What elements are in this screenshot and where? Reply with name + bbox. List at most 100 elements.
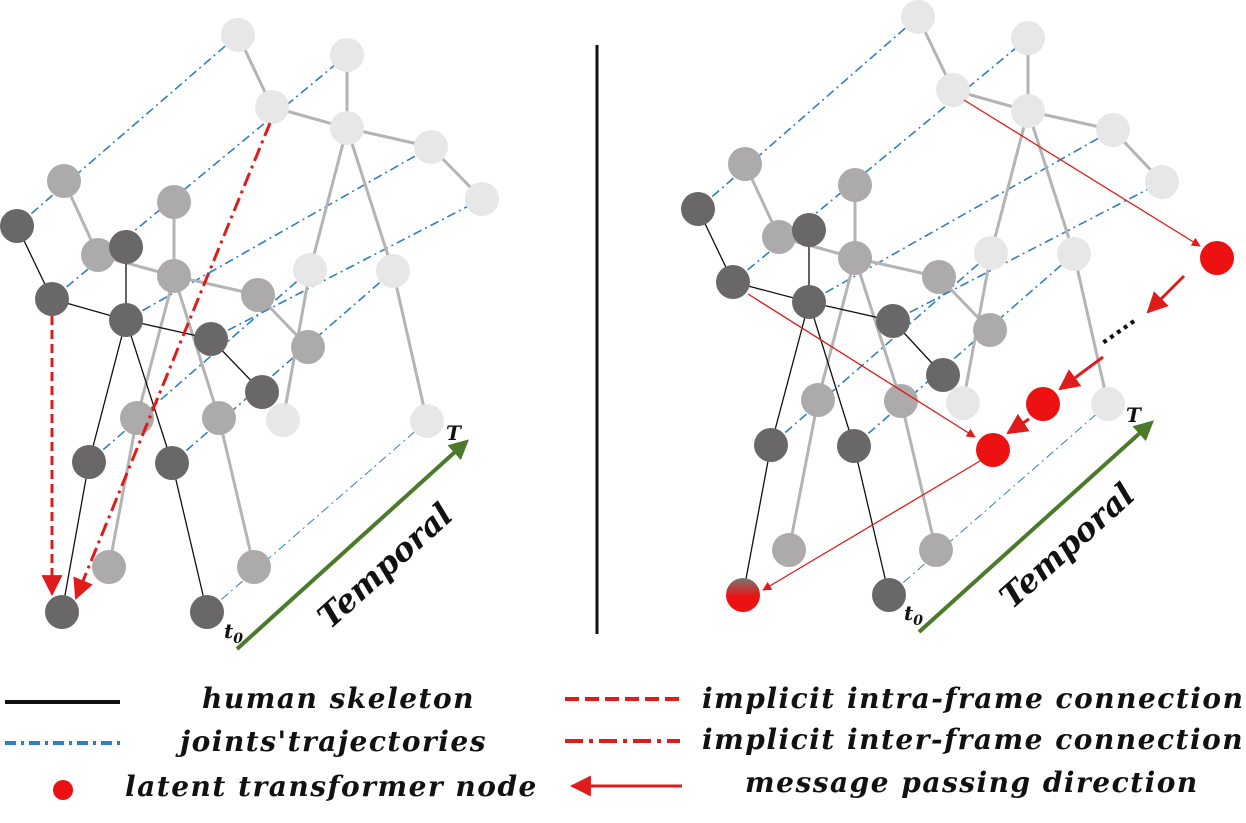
- legend-inter-frame-label: implicit inter-frame connection: [702, 723, 1244, 756]
- joint-node: [1091, 387, 1125, 421]
- joint-node: [293, 253, 327, 287]
- joint-node: [946, 386, 980, 420]
- message-arrow: [1058, 355, 1104, 391]
- t-end-label: T: [446, 421, 463, 445]
- legend-human-skeleton-label: human skeleton: [202, 682, 475, 715]
- joint-node: [157, 185, 191, 219]
- legend: human skeleton joints'trajectories laten…: [5, 682, 1244, 803]
- trajectory-line: [206, 420, 428, 613]
- legend-intra-frame-label: implicit intra-frame connection: [702, 682, 1244, 715]
- joint-node: [919, 533, 953, 567]
- joint-node: [973, 313, 1007, 347]
- message-arrow: [747, 293, 976, 438]
- joint-node: [1096, 113, 1130, 147]
- joint-node: [837, 429, 871, 463]
- joint-node: [157, 259, 191, 293]
- joint-node: [194, 322, 228, 356]
- joint-node: [190, 595, 224, 629]
- joint-node: [330, 38, 364, 72]
- joint-node: [0, 209, 34, 243]
- latent-node: [976, 433, 1010, 467]
- joint-node: [922, 260, 956, 294]
- joint-node: [266, 403, 300, 437]
- joint-node: [872, 578, 906, 612]
- joint-node: [155, 446, 189, 480]
- joint-node: [1011, 21, 1045, 55]
- joint-node: [414, 130, 448, 164]
- joint-node: [92, 550, 126, 584]
- temporal-axis-arrow: [235, 439, 469, 651]
- joint-node: [1057, 237, 1091, 271]
- joint-node: [221, 18, 255, 52]
- joint-node: [245, 375, 279, 409]
- latent-node: [1026, 387, 1060, 421]
- trajectory-line: [88, 269, 311, 463]
- joint-node: [762, 220, 796, 254]
- right-joints: [681, 0, 1179, 612]
- trajectory-line: [16, 34, 239, 227]
- joint-node: [35, 282, 69, 316]
- joint-node: [202, 401, 236, 435]
- joint-node: [974, 236, 1008, 270]
- message-arrow: [762, 460, 981, 591]
- joint-node: [792, 285, 826, 319]
- temporal-axis-arrow: [917, 420, 1154, 634]
- trajectory-line: [697, 16, 919, 210]
- t-start-label: t0: [904, 601, 923, 629]
- trajectory-line: [210, 198, 483, 340]
- legend-latent-node-dot: [53, 780, 73, 800]
- joint-node: [109, 230, 143, 264]
- joint-node: [716, 265, 750, 299]
- joint-node: [884, 384, 918, 418]
- joint-node: [376, 254, 410, 288]
- joint-node: [1145, 165, 1179, 199]
- trajectory-line: [171, 270, 394, 464]
- joint-node: [838, 241, 872, 275]
- joint-node: [47, 164, 81, 198]
- joint-node: [681, 192, 715, 226]
- message-arrow: [1006, 413, 1030, 435]
- latent-transformer-nodes: [976, 241, 1234, 467]
- joint-node: [291, 330, 325, 364]
- implicit-inter-frame-arrow: [73, 122, 272, 600]
- joint-node: [45, 595, 79, 629]
- joint-node: [109, 303, 143, 337]
- joint-node: [1011, 94, 1045, 128]
- joint-node: [801, 383, 835, 417]
- joint-node: [255, 90, 289, 124]
- joint-node: [241, 278, 275, 312]
- message-arrow: [963, 99, 1201, 247]
- t-end-label: T: [1126, 403, 1143, 427]
- trajectory-line: [853, 253, 1075, 447]
- joint-node: [838, 168, 872, 202]
- joint-node: [237, 550, 271, 584]
- joint-node: [792, 213, 826, 247]
- legend-trajectory-label: joints'trajectories: [175, 725, 487, 758]
- legend-message-passing-label: message passing direction: [745, 766, 1199, 799]
- joint-node: [772, 533, 806, 567]
- joint-node: [926, 358, 960, 392]
- joint-node: [936, 73, 970, 107]
- message-passing-arrows: [747, 99, 1201, 591]
- legend-latent-node-label: latent transformer node: [125, 770, 538, 803]
- message-arrow: [1146, 274, 1186, 314]
- left-joints: [0, 18, 499, 629]
- ellipsis-dots: ·····: [1095, 310, 1144, 354]
- trajectory-line: [125, 146, 432, 321]
- trajectory-line: [888, 403, 1109, 596]
- trajectory-line: [770, 252, 992, 446]
- trajectory-line: [892, 181, 1163, 322]
- joint-node: [728, 147, 762, 181]
- right-panel: ····· Temporal t0 T: [681, 0, 1234, 634]
- joint-node: [876, 304, 910, 338]
- joint-node: [465, 182, 499, 216]
- latent-node: [1200, 241, 1234, 275]
- joint-node: [410, 404, 444, 438]
- joint-node: [72, 445, 106, 479]
- t-start-label: t0: [224, 619, 243, 647]
- joint-node: [754, 428, 788, 462]
- joint-node: [330, 111, 364, 145]
- target-joint-node: [726, 578, 760, 612]
- joint-node: [81, 238, 115, 272]
